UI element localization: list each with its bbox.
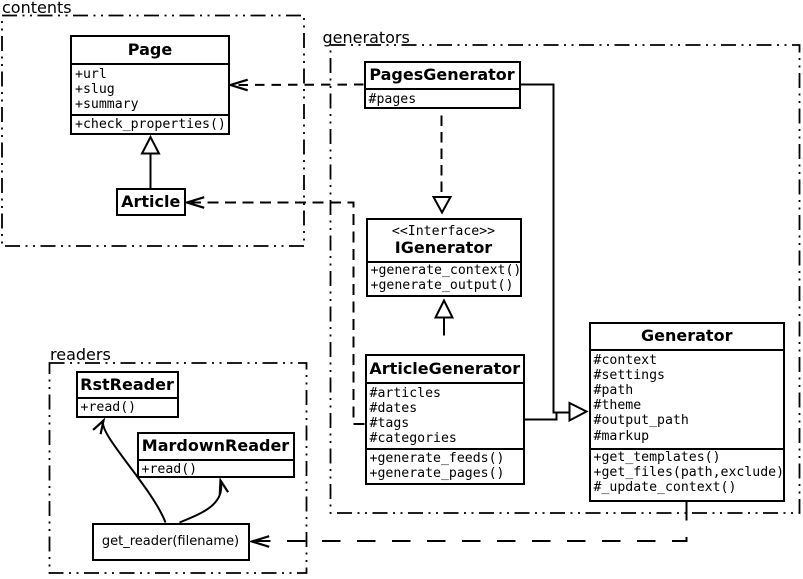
method: +read(): [141, 461, 198, 477]
class-rstreader-methods: +read(): [77, 396, 177, 415]
class-page-name: Page: [127, 39, 173, 59]
class-pagesgenerator-name: PagesGenerator: [369, 65, 515, 85]
class-igenerator-name: <<Interface>> IGenerator: [368, 220, 520, 261]
method: +generate_context(): [370, 262, 522, 278]
package-label-generators: generators: [322, 28, 410, 47]
method: +generate_feeds(): [369, 450, 505, 466]
class-articlegenerator: ArticleGenerator #articles #dates #tags …: [364, 353, 525, 485]
edge-getreader-to-mardownreader: [179, 477, 230, 524]
method: +check_properties(): [75, 116, 226, 132]
arrowhead-vee: [183, 196, 205, 209]
attribute: #articles: [369, 385, 441, 401]
class-igenerator-title-text: IGenerator: [394, 237, 493, 257]
attribute: #settings: [593, 367, 665, 383]
edge-articlegenerator-uses-article: [183, 196, 365, 425]
class-igenerator-methods: +generate_context() +generate_output(): [367, 260, 522, 295]
function-get-reader: get_reader(filename): [91, 522, 250, 561]
arrowhead-vee: [92, 417, 106, 435]
class-page-methods: +check_properties(): [72, 114, 228, 132]
class-articlegenerator-attributes: #articles #dates #tags #categories: [366, 381, 523, 449]
method: #_update_context(): [593, 480, 737, 496]
package-label-readers: readers: [50, 345, 111, 364]
arrowhead-vee: [218, 477, 230, 495]
edge-articlegenerator-extends-igenerator: [433, 298, 455, 336]
class-rstreader: RstReader +read(): [75, 370, 179, 418]
package-label-contents: contents: [2, 0, 72, 17]
edge-generators-extend-generator: [520, 83, 589, 423]
class-articlegenerator-methods: +generate_feeds() +generate_pages(): [366, 448, 523, 482]
class-mardownreader-name: MardownReader: [141, 436, 290, 455]
class-rstreader-name: RstReader: [80, 374, 174, 394]
method: +read(): [80, 399, 137, 415]
attribute: #context: [593, 352, 658, 368]
edge-getreader-to-rstreader: [92, 417, 167, 523]
edge-article-extends-page: [140, 134, 161, 188]
class-igenerator: <<Interface>> IGenerator +generate_conte…: [365, 217, 522, 297]
attribute: +summary: [75, 96, 139, 112]
class-generator-name: Generator: [641, 326, 733, 346]
class-article: Article: [116, 188, 186, 216]
attribute: #path: [593, 382, 634, 398]
class-page: Page +url +slug +summary +check_properti…: [70, 35, 230, 135]
edge-pagesgenerator-realizes-igenerator: [431, 115, 453, 215]
edge-generator-uses-getreader: [248, 502, 688, 548]
edge-pagesgenerator-uses-page: [226, 78, 364, 92]
package-generators-frame: [329, 44, 801, 514]
class-mardownreader-methods: +read(): [138, 458, 293, 477]
attribute: #theme: [593, 398, 642, 414]
arrowhead-vee: [248, 535, 270, 548]
attribute: +url: [75, 66, 107, 82]
method: +generate_output(): [370, 277, 514, 293]
class-page-attributes: +url +slug +summary: [72, 62, 228, 115]
package-contents-frame: [1, 14, 305, 247]
arrowhead-vee: [226, 78, 249, 92]
attribute: #pages: [368, 91, 417, 107]
method: +get_files(path,exclude): [593, 465, 785, 481]
method: +generate_pages(): [369, 465, 505, 481]
class-generator-methods: +get_templates() +get_files(path,exclude…: [590, 447, 785, 500]
class-igenerator-stereotype: <<Interface>>: [391, 223, 496, 239]
package-readers-frame: [48, 362, 308, 574]
attribute: #dates: [369, 400, 418, 416]
attribute: +slug: [75, 81, 115, 97]
method: +get_templates(): [593, 450, 721, 465]
attribute: #output_path: [593, 413, 689, 429]
attribute: #tags: [369, 415, 410, 431]
class-generator: Generator #context #settings #path #them…: [588, 322, 785, 502]
attribute: #markup: [593, 428, 650, 444]
class-pagesgenerator-attributes: #pages: [365, 87, 519, 107]
attribute: #categories: [369, 431, 457, 447]
function-get-reader-label: get_reader(filename): [101, 534, 240, 549]
class-generator-attributes: #context #settings #path #theme #output_…: [590, 348, 783, 448]
class-article-name: Article: [121, 191, 181, 211]
class-pagesgenerator: PagesGenerator #pages: [363, 61, 521, 109]
class-articlegenerator-name: ArticleGenerator: [369, 358, 521, 378]
class-mardownreader: MardownReader +read(): [136, 431, 295, 478]
